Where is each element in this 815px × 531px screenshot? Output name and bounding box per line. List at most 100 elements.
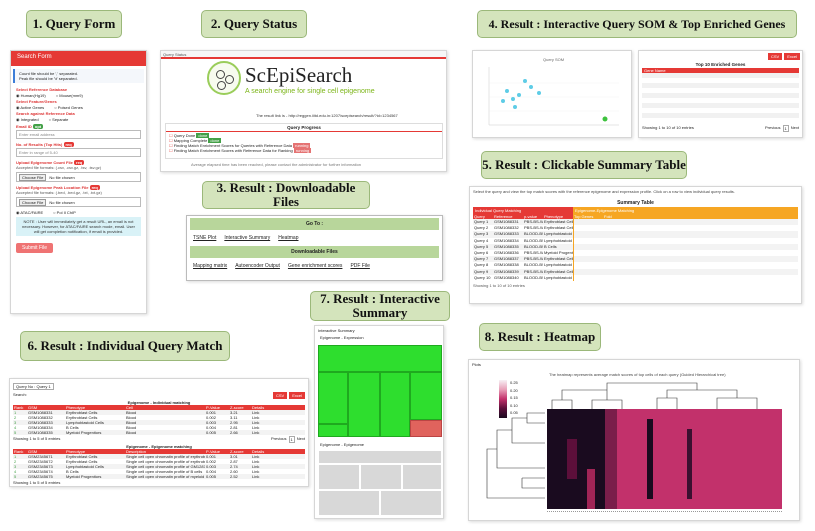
table-header-cell[interactable]: Details [252,405,265,410]
table-cell[interactable]: Link [252,425,260,430]
enriched-table-header[interactable]: Gene Name [642,68,799,73]
pager-page-1[interactable]: 1 [782,125,789,132]
treemap-tile[interactable] [380,490,442,516]
col-query[interactable]: Query [473,214,493,219]
link-tsne-plot[interactable]: TSNE Plot [193,235,217,241]
treemap-tile[interactable] [318,450,442,464]
result-link-text[interactable]: The result link is - http://reggen.iiitd… [256,113,398,118]
treemap-tile[interactable] [318,345,442,372]
table-cell[interactable]: Link [252,464,260,469]
table-header-cell[interactable]: Phenotype [66,449,86,454]
treemap-epigenome[interactable] [318,450,442,516]
table-cell[interactable]: Link [252,430,260,435]
treemap-tile[interactable] [318,464,360,490]
radio-integrated[interactable]: ◉ Integrated [16,117,39,122]
table-cell[interactable]: Link [252,469,260,474]
radio-polii[interactable]: ○ Pol II ChIP [53,210,76,215]
submit-button[interactable]: Submit File [16,243,54,253]
table-header-cell[interactable]: P-Value [206,405,220,410]
link-interactive-summary[interactable]: Interactive Summary [224,235,271,241]
heatmap-body[interactable] [547,409,782,509]
pager-previous[interactable]: Previous [764,125,781,130]
radio-human[interactable]: ◉ Human(Hg19) [16,93,46,98]
table-cell[interactable]: Link [252,474,260,479]
excel-button[interactable]: Excel [784,53,800,60]
summary-row[interactable]: Query 9GSM1088339PBS-BS-WGS-Fractionated… [473,268,798,275]
top-hits-field[interactable]: Enter in range of 5-40 [16,148,141,157]
col-phenotype[interactable]: Phenotype [543,214,573,219]
table-header-cell[interactable]: Rank [14,449,24,454]
radio-atac[interactable]: ◉ ATAC/FAIRE [16,210,44,215]
query-select[interactable]: Query No : Query 1 [13,383,54,390]
csv-button[interactable]: CSV [767,53,783,60]
link-pdf-file[interactable]: PDF File [350,263,370,269]
col-fold[interactable]: Fold [603,214,798,219]
radio-separate[interactable]: ○ Separate [48,117,69,122]
summary-row[interactable]: Query 7GSM1088337PBS-BS-WGS-Fractionated… [473,256,798,263]
summary-row[interactable]: Query 6GSM1088336PBS-BS-WGS-Fractionated… [473,249,798,257]
treemap-tile[interactable] [318,490,380,516]
table-header-cell[interactable]: Rank [14,405,24,410]
treemap-tile-low[interactable] [410,420,442,437]
treemap-tile[interactable] [402,464,442,490]
email-field[interactable]: Enter email address [16,130,141,139]
choose-peak-file-button[interactable]: Choose File [19,198,47,206]
table-cell[interactable]: Link [252,459,260,464]
col-pvalue[interactable]: p-value [523,214,543,219]
table-header-cell[interactable]: Phenotype [66,405,86,410]
individual-excel-button[interactable]: Excel [289,392,305,399]
pager-next[interactable]: Next [790,125,799,130]
summary-row[interactable]: Query 4GSM1088334BLOOD-BS-WGS-GM12878-1L… [473,237,798,244]
treemap-tile[interactable] [360,464,402,490]
treemap-tile[interactable] [410,372,442,420]
summary-row[interactable]: Query 1GSM1088331PBS-BS-WGS-Fractionated… [473,219,798,226]
treemap-tile[interactable] [380,372,410,437]
radio-mouse[interactable]: ○ Mouse(mm9) [55,93,83,98]
table1-pager-page[interactable]: 1 [288,436,295,443]
table-header-cell[interactable]: Cell [126,405,133,410]
treemap-tile[interactable] [348,372,380,437]
link-heatmap[interactable]: Heatmap [278,235,299,241]
link-mapping-matrix[interactable]: Mapping matrix [193,263,228,269]
summary-row[interactable]: Query 2GSM1088332PBS-BS-WGS-Fractionated… [473,225,798,232]
col-reference[interactable]: Reference [493,214,523,219]
table1-pager-previous[interactable]: Previous [270,436,287,441]
link-autoencoder-output[interactable]: Autoencoder Output [235,263,280,269]
table-header-cell[interactable]: P-Value [206,449,220,454]
table-header-cell[interactable]: Z-score [230,405,244,410]
table1-pager-next[interactable]: Next [296,436,305,441]
query-status-tab[interactable]: Query Status [163,52,187,57]
table-header-cell[interactable]: GSM [28,405,38,410]
radio-poised-genes[interactable]: ○ Poised Genes [54,105,83,110]
summary-row[interactable]: Query 8GSM1088338BLOOD-BS-WGS-GM12878-1L… [473,262,798,269]
table-cell[interactable]: Link [252,454,260,459]
summary-row[interactable]: Query 10GSM1088340BLOOD-BS-WGS-GM12878-1… [473,274,798,281]
table-header-cell[interactable]: Details [252,449,265,454]
col-top-genes[interactable]: Top Genes [573,214,603,219]
table-cell[interactable]: Link [252,420,260,425]
treemap-tile[interactable] [318,372,348,424]
table-header-cell[interactable]: GSM [28,449,38,454]
som-scatter-plot[interactable] [479,63,629,135]
summary-row[interactable]: Query 5GSM1088335BLOOD-BS-WGS-GM12878-1B… [473,243,798,250]
radio-active-genes[interactable]: ◉ Active Genes [16,105,45,110]
treemap-tile[interactable] [318,424,348,437]
individual-csv-button[interactable]: CSV [272,392,288,399]
table-cell[interactable]: Link [252,415,260,420]
summary-row[interactable]: Query 3GSM1088333BLOOD-BS-WGS-GM12878-1L… [473,231,798,238]
choose-count-file-button[interactable]: Choose File [19,173,47,181]
link-gene-enrichment[interactable]: Gene enrichment scores [287,263,343,269]
treemap-expression[interactable] [318,345,442,437]
table-cell[interactable]: Link [252,410,260,415]
table-header-cell[interactable]: Description [126,449,147,454]
